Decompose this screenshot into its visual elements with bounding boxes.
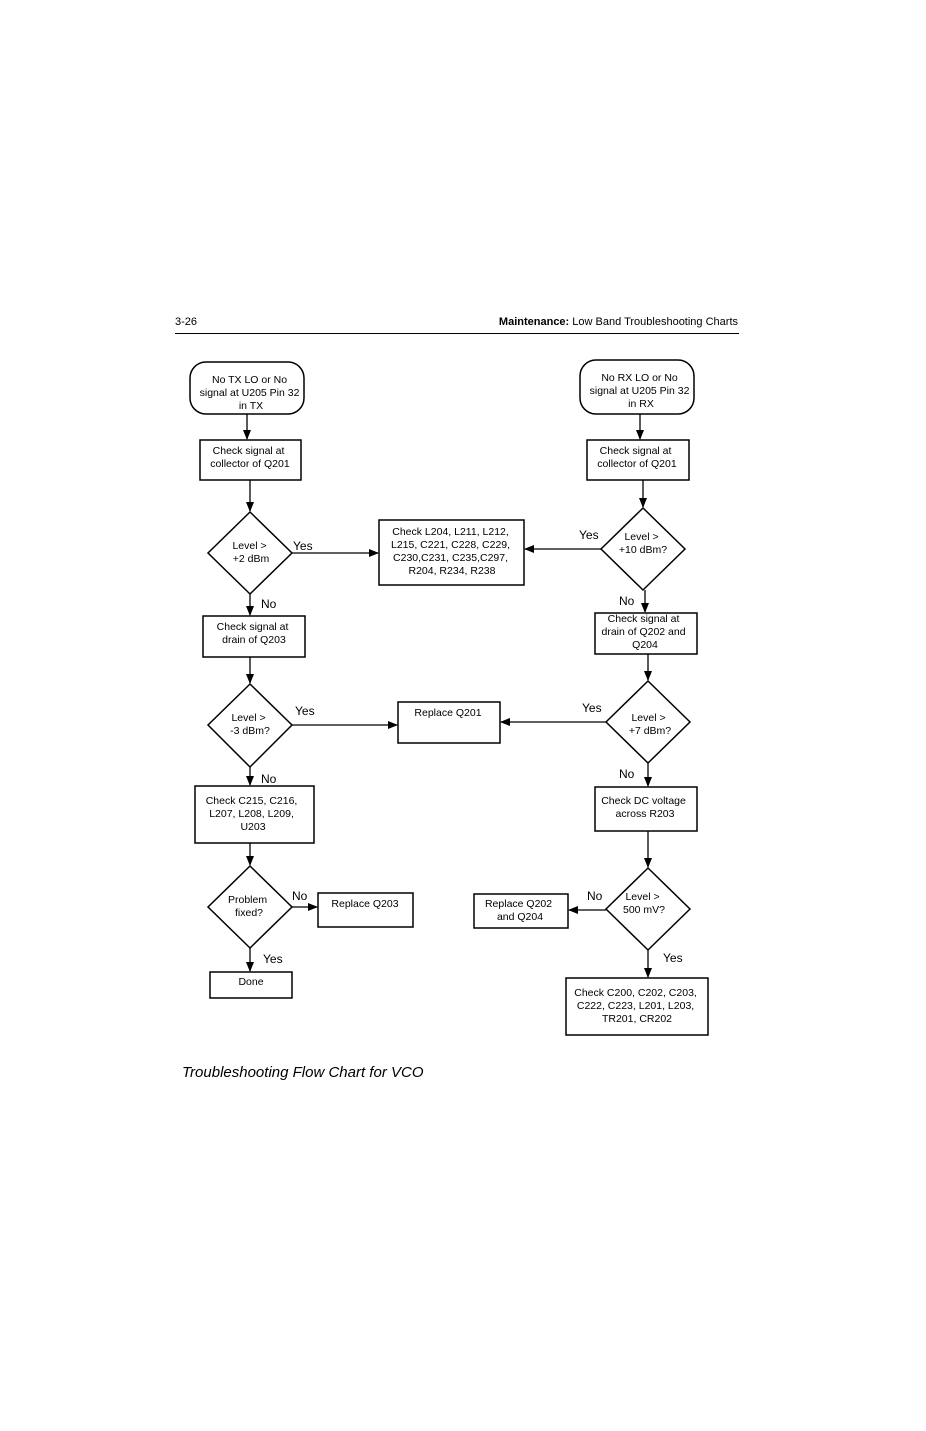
label-no-2dbm: No [261,597,277,611]
check-q201-rx-label: Check signal at collector of Q201 [597,445,677,470]
check-c215-node [194,785,315,844]
level-2dbm-label: Level > +2 dBm [232,540,269,565]
check-q203-label: Check signal at drain of Q203 [217,621,292,646]
check-q203-node [202,615,306,658]
level-10dbm-label: Level > +10 dBm? [619,531,667,556]
problem-fixed-label: Problem fixed? [228,894,270,919]
label-yes-m3dbm: Yes [295,704,315,718]
label-yes-fixed: Yes [263,952,283,966]
replace-q202-label: Replace Q202 and Q204 [485,898,555,923]
label-no-m3dbm: No [261,772,277,786]
section-header-text: Low Band Troubleshooting Charts [572,316,738,328]
level-500mv-label: Level > 500 mV? [623,891,665,916]
label-yes-10dbm: Yes [579,528,599,542]
check-dc-node [594,786,698,832]
replace-q201-label: Replace Q201 [414,707,481,719]
check-q202-q204-label: Check signal at drain of Q202 and Q204 [602,613,689,651]
section-header-bold: Maintenance: [498,316,570,328]
start-tx-label: No TX LO or No signal at U205 Pin 32 in … [200,374,303,412]
check-q202-q204-node [594,612,698,655]
label-no-500mv: No [587,889,603,903]
label-no-7dbm: No [619,767,635,781]
replace-q203-node [317,892,414,928]
replace-q201-node [397,701,501,744]
label-yes-7dbm: Yes [582,701,602,715]
level-10dbm-node [599,506,687,592]
section-header: Maintenance: Low Band Troubleshooting Ch… [499,316,738,328]
figure-caption: Troubleshooting Flow Chart for VCO [182,1064,424,1081]
label-yes-500mv: Yes [663,951,683,965]
header-rule [175,333,739,334]
check-dc-label: Check DC voltage across R203 [601,795,689,820]
label-no-fixed: No [292,889,308,903]
level-m3dbm-label: Level > -3 dBm? [230,712,270,737]
check-q201-rx-node [586,439,690,481]
label-yes-2dbm: Yes [293,539,313,553]
check-components-label: Check L204, L211, L212, L215, C221, C228… [391,526,513,577]
label-no-10dbm: No [619,594,635,608]
level-7dbm-label: Level > +7 dBm? [629,712,671,737]
check-c200-label: Check C200, C202, C203, C222, C223, L201… [574,987,700,1025]
check-c200-node [565,977,709,1036]
check-q201-tx-label: Check signal at collector of Q201 [210,445,290,470]
check-c215-label: Check C215, C216, L207, L208, L209, U203 [206,795,301,833]
page-number: 3-26 [175,316,198,328]
start-rx-node [579,359,695,415]
done-label: Done [238,976,263,988]
done-node [209,971,293,999]
start-rx-label: No RX LO or No signal at U205 Pin 32 in … [590,372,693,410]
replace-q203-label: Replace Q203 [331,898,398,910]
